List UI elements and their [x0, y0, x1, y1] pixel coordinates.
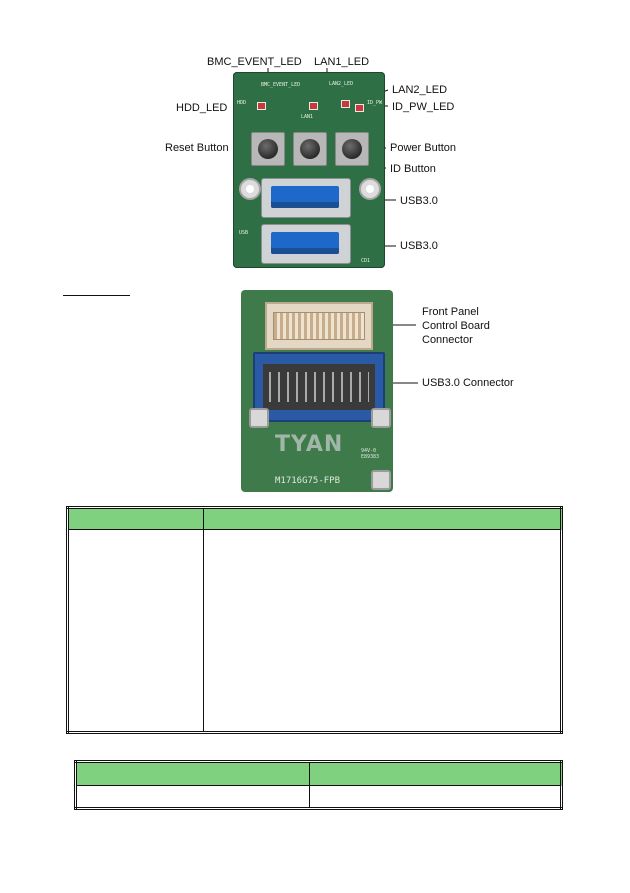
- power-button-label: Power Button: [390, 142, 457, 154]
- silk-bmc: BMC_EVENT_LED: [261, 82, 301, 88]
- lan2-led-label: LAN2_LED: [392, 84, 448, 96]
- usb3-port-bottom: [261, 224, 351, 264]
- lan1-led-label: LAN1_LED: [314, 56, 370, 68]
- table-header-row: [67, 507, 562, 530]
- id-pw-led-label: ID_PW_LED: [392, 101, 455, 113]
- table-header-row: [75, 761, 562, 786]
- pin-table: [74, 760, 563, 810]
- table-header-cell: [67, 507, 204, 530]
- rear-mount-hole-bottom: [371, 470, 391, 490]
- silk-lan1: LAN1: [301, 114, 314, 120]
- front-panel-label-line2: Control Board: [422, 320, 490, 332]
- caption-underline: [63, 295, 130, 296]
- silk-cd1: CD1: [361, 258, 371, 264]
- usb3-port-top: [261, 178, 351, 218]
- front-panel-control-board-connector: [265, 302, 373, 350]
- front-panel-label-line3: Connector: [422, 334, 473, 346]
- mount-hole-right: [359, 178, 381, 200]
- rear-mount-hole-right: [371, 408, 391, 428]
- id-button-label: ID Button: [390, 163, 436, 175]
- table-header-cell: [203, 507, 562, 530]
- silk-lan2: LAN2_LED: [329, 81, 354, 87]
- lan1-led: [309, 102, 318, 110]
- tyan-logo: TYAN: [275, 432, 344, 457]
- hdd-led-label: HDD_LED: [176, 102, 228, 114]
- hdd-led: [257, 102, 266, 110]
- lan2-led: [341, 100, 350, 108]
- table-header-cell: [75, 761, 310, 786]
- rear-board-photo: TYAN 94V-0 E89383 M1716G75-FPB: [241, 290, 393, 492]
- id-pw-led: [355, 104, 364, 112]
- description-table: [66, 506, 563, 734]
- rear-mount-hole-left: [249, 408, 269, 428]
- mount-hole-left: [239, 178, 261, 200]
- table-cell: [204, 530, 562, 733]
- reset-button-label: Reset Button: [165, 142, 229, 154]
- silk-idpw: ID_PW: [367, 100, 383, 106]
- bmc-event-led-label: BMC_EVENT_LED: [207, 56, 302, 68]
- board-model-number: M1716G75-FPB: [275, 476, 341, 486]
- table-cell: [67, 529, 204, 733]
- id-button: [293, 132, 327, 166]
- usb-bottom-label: USB3.0: [400, 240, 438, 252]
- table-row: [75, 785, 562, 809]
- power-button: [335, 132, 369, 166]
- table-cell: [310, 786, 562, 809]
- usb-top-label: USB3.0: [400, 195, 438, 207]
- table-header-cell: [309, 761, 562, 786]
- ul-marking: 94V-0 E89383: [361, 448, 380, 460]
- usb3-connector: [253, 352, 385, 422]
- silk-hdd: HDD: [237, 100, 247, 106]
- silk-usb: USB: [239, 230, 249, 236]
- table-cell: [75, 785, 310, 809]
- front-panel-label-line1: Front Panel: [422, 306, 479, 318]
- reset-button: [251, 132, 285, 166]
- table-row: [67, 529, 562, 733]
- front-control-board-photo: BMC_EVENT_LED LAN2_LED HDD ID_PW LAN1 US…: [233, 72, 385, 268]
- usb3-connector-label: USB3.0 Connector: [422, 377, 514, 389]
